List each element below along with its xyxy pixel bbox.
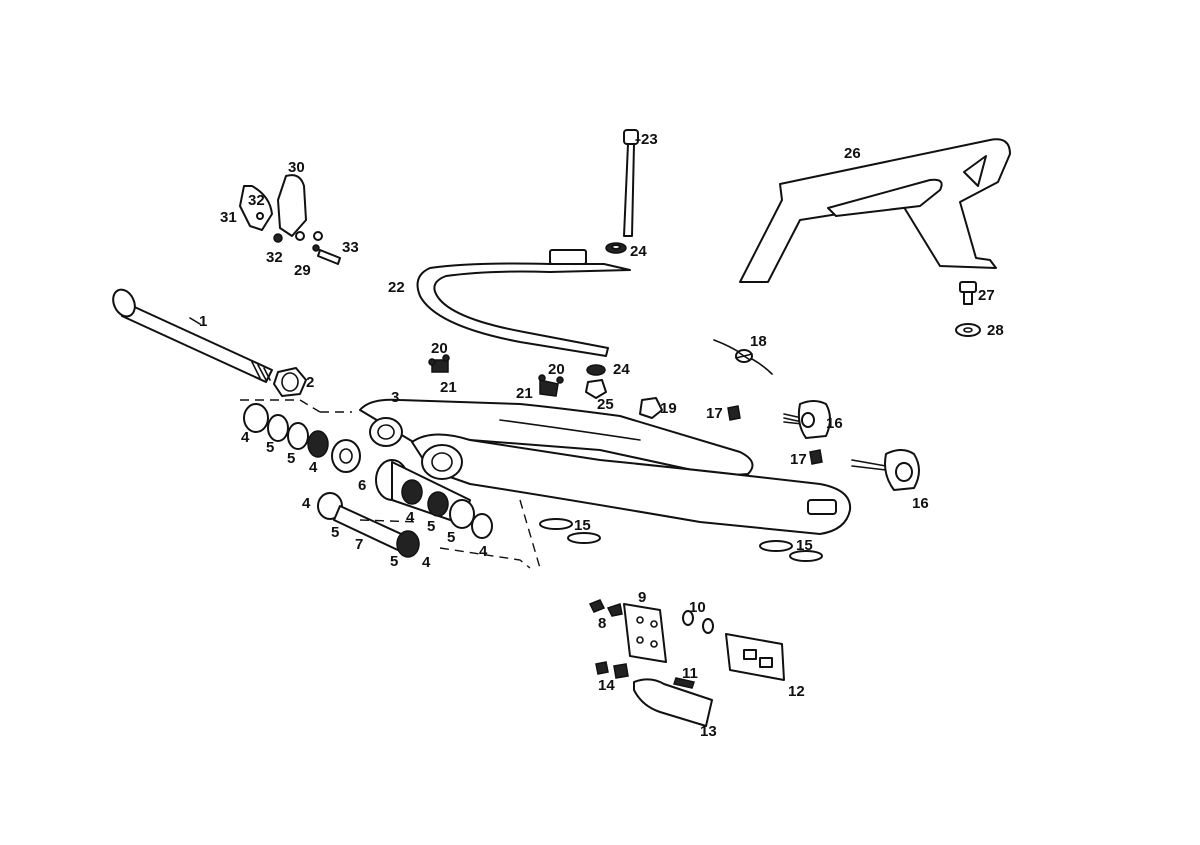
callout-5: 5 [287,450,295,467]
callout-labels: 1 2 3 4 5 5 4 6 4 5 7 5 4 4 5 5 4 8 9 10… [199,131,1004,740]
callout-5: 5 [266,439,274,456]
callout-4: 4 [422,554,431,571]
leader-lines [189,139,641,325]
callout-23: 23 [641,131,658,148]
chain-slider-bracket [416,249,631,357]
washer-and-nut [585,364,607,399]
rubber-blocks [539,518,823,562]
brake-bracket [239,174,341,265]
callout-4: 4 [479,543,488,560]
callout-22: 22 [388,279,405,296]
callout-4: 4 [241,429,250,446]
upper-bearing-stack [240,399,361,473]
callout-20: 20 [548,361,565,378]
callout-16: 16 [826,415,843,432]
callout-19: 19 [660,400,677,417]
callout-25: 25 [597,396,614,413]
chain-adjuster-upper [727,400,831,439]
callout-4: 4 [406,509,415,526]
small-fasteners [428,354,564,397]
callout-21: 21 [516,385,533,402]
callout-9: 9 [638,589,646,606]
spring [713,339,773,375]
nut-19 [639,397,663,419]
callout-30: 30 [288,159,305,176]
callout-17: 17 [706,405,723,422]
callout-17: 17 [790,451,807,468]
callout-11: 11 [682,665,698,682]
chain-guide [595,661,713,727]
axle-bolt [112,288,273,383]
callout-2: 2 [306,374,314,391]
callout-20: 20 [431,340,448,357]
callout-16: 16 [912,495,929,512]
callout-15: 15 [574,517,591,534]
callout-10: 10 [689,599,706,616]
callout-7: 7 [355,536,363,553]
callout-6: 6 [358,477,366,494]
callout-24: 24 [630,243,647,260]
callout-1: 1 [199,313,207,330]
callout-28: 28 [987,322,1004,339]
callout-12: 12 [788,683,805,700]
guide-plate [725,633,785,681]
callout-5: 5 [390,553,398,570]
callout-26: 26 [844,145,861,162]
mounting-plate [588,599,714,663]
callout-5: 5 [427,518,435,535]
lower-bearing-stack [317,459,541,569]
callout-5: 5 [331,524,339,541]
callout-4: 4 [302,495,311,512]
long-bolt [605,129,639,254]
swingarm [359,398,852,535]
callout-21: 21 [440,379,457,396]
chain-adjuster-lower [809,449,920,491]
callout-8: 8 [598,615,606,632]
chain-guard [739,138,1011,283]
callout-13: 13 [700,723,717,740]
callout-14: 14 [598,677,615,694]
callout-29: 29 [294,262,311,279]
guard-bolt [955,281,981,337]
callout-31: 31 [220,209,237,226]
callout-15: 15 [796,537,813,554]
callout-5: 5 [447,529,455,546]
callout-32: 32 [266,249,283,266]
callout-3: 3 [391,389,399,406]
callout-18: 18 [750,333,767,350]
callout-27: 27 [978,287,995,304]
callout-4: 4 [309,459,318,476]
callout-33: 33 [342,239,359,256]
axle-nut [273,367,307,397]
callout-24: 24 [613,361,630,378]
callout-32: 32 [248,192,265,209]
